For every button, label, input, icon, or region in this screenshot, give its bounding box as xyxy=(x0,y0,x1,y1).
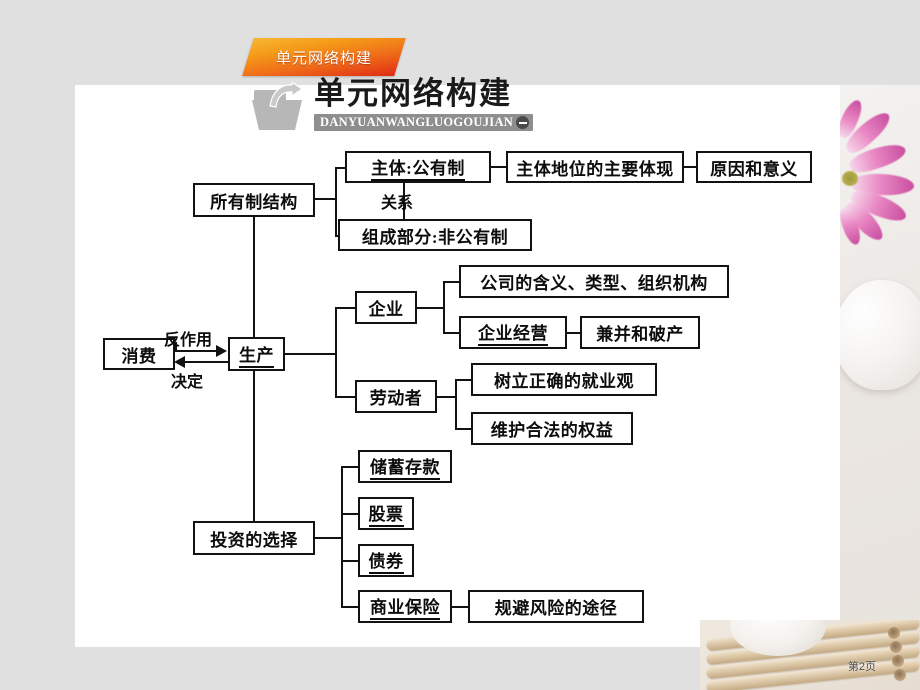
section-logo: 单元网络构建 DANYUANWANGLUOGOUJIAN xyxy=(252,0,552,131)
node-merger-and-bankruptcy[interactable]: 兼并和破产 xyxy=(580,316,700,349)
edge-insurance-to-risk-path xyxy=(452,606,468,609)
edge-relation-connector xyxy=(403,183,406,219)
node-worker[interactable]: 劳动者 xyxy=(355,380,437,413)
node-investment-choice[interactable]: 投资的选择 xyxy=(193,521,315,555)
node-bond[interactable]: 债券 xyxy=(358,544,414,577)
arrowhead-reaction xyxy=(216,345,227,357)
decorative-photo xyxy=(840,85,920,690)
section-logo-pinyin-text: DANYUANWANGLUOGOUJIAN xyxy=(320,115,514,129)
edge-main-trunk-upper xyxy=(253,217,256,337)
edge-to-bond xyxy=(341,560,358,563)
node-enterprise[interactable]: 企业 xyxy=(355,291,417,324)
edge-to-worker xyxy=(335,396,355,399)
up-arrow-icon xyxy=(269,82,303,108)
node-stock[interactable]: 股票 xyxy=(358,497,414,530)
bamboo-stick-end xyxy=(888,627,900,639)
edge-main-trunk-lower xyxy=(253,370,256,522)
folder-arrow-icon xyxy=(252,82,308,132)
edge-main-body-to-manifestation xyxy=(491,166,506,169)
edge-to-employment-view xyxy=(455,379,471,382)
flower-center xyxy=(842,171,858,186)
edge-worker-stem xyxy=(437,396,457,399)
bamboo-stick-end xyxy=(892,655,904,667)
vase-shape xyxy=(840,280,920,390)
edge-to-savings xyxy=(341,466,358,469)
edge-to-insurance xyxy=(341,606,358,609)
edge-enterprise-bracket xyxy=(443,281,446,334)
edge-manifestation-to-reason xyxy=(684,166,696,169)
node-commercial-insurance[interactable]: 商业保险 xyxy=(358,590,452,623)
arrowhead-determines xyxy=(174,356,185,368)
edge-to-legal-rights xyxy=(455,428,471,431)
edge-enterprise-stem xyxy=(417,307,445,310)
edge-worker-bracket xyxy=(455,379,458,430)
node-correct-employment-view[interactable]: 树立正确的就业观 xyxy=(471,363,657,396)
node-consumption[interactable]: 消费 xyxy=(103,338,175,370)
node-component-nonpublic[interactable]: 组成部分:非公有制 xyxy=(338,219,532,251)
edge-reaction-riser xyxy=(175,342,178,352)
edge-label-determines: 决定 xyxy=(171,374,204,391)
edge-production-bracket xyxy=(335,307,338,398)
node-production[interactable]: 生产 xyxy=(228,337,285,371)
bamboo-stick-end xyxy=(894,669,906,681)
node-main-body-manifestation[interactable]: 主体地位的主要体现 xyxy=(506,151,684,183)
node-enterprise-operation[interactable]: 企业经营 xyxy=(459,316,567,349)
edge-investment-bracket xyxy=(341,466,344,608)
node-main-body-public[interactable]: 主体:公有制 xyxy=(345,151,491,183)
edge-label-relation: 关系 xyxy=(381,195,414,212)
section-logo-title: 单元网络构建 xyxy=(314,76,512,111)
edge-operation-to-merger xyxy=(567,332,580,335)
edge-to-enterprise xyxy=(335,307,355,310)
edge-to-company-meaning xyxy=(443,281,459,284)
node-company-meaning-types-org[interactable]: 公司的含义、类型、组织机构 xyxy=(459,265,729,298)
minus-circle-icon xyxy=(516,116,530,129)
node-protect-legal-rights[interactable]: 维护合法的权益 xyxy=(471,412,633,445)
edge-to-stock xyxy=(341,513,358,516)
decorative-photo-bottom xyxy=(700,620,920,690)
top-background-strip xyxy=(0,0,920,85)
node-savings-deposit[interactable]: 储蓄存款 xyxy=(358,450,452,483)
edge-ownership-bracket xyxy=(335,167,338,237)
node-ownership-structure[interactable]: 所有制结构 xyxy=(193,183,315,217)
edge-label-reaction: 反作用 xyxy=(164,332,213,349)
edge-production-stem xyxy=(285,353,337,356)
node-reason-and-meaning[interactable]: 原因和意义 xyxy=(696,151,812,183)
edge-determines-line xyxy=(184,361,228,364)
edge-investment-stem xyxy=(315,537,343,540)
edge-to-enterprise-operation xyxy=(443,332,459,335)
section-logo-pinyin: DANYUANWANGLUOGOUJIAN xyxy=(314,114,534,131)
edge-ownership-stem xyxy=(315,198,337,201)
node-risk-avoidance-path[interactable]: 规避风险的途径 xyxy=(468,590,644,623)
edge-reaction-line xyxy=(175,350,218,353)
page-number: 第2页 xyxy=(847,661,876,673)
edge-to-main-body xyxy=(335,167,345,170)
bamboo-stick-end xyxy=(890,641,902,653)
